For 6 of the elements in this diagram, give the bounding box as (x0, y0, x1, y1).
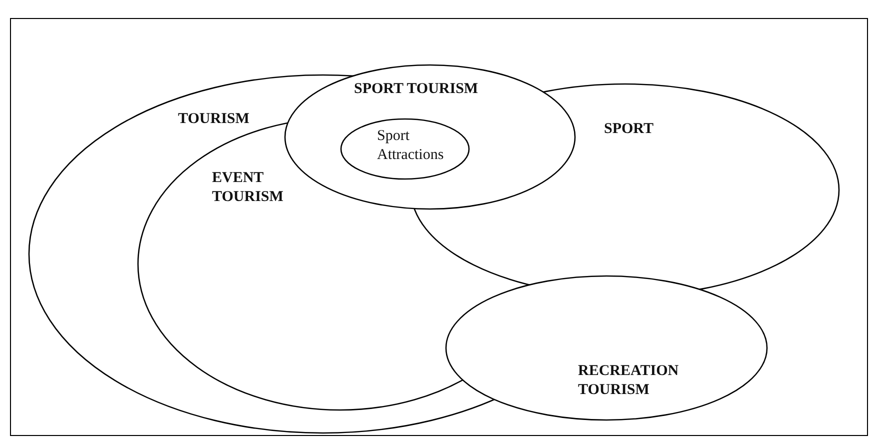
region-label: TOURISM (178, 110, 250, 129)
region-label: SPORT (604, 120, 654, 139)
region-label: SPORT TOURISM (354, 80, 480, 99)
region-label: EVENT TOURISM (212, 169, 284, 207)
region-label: Sport Attractions (377, 127, 445, 165)
region-label: RECREATION TOURISM (578, 362, 680, 400)
